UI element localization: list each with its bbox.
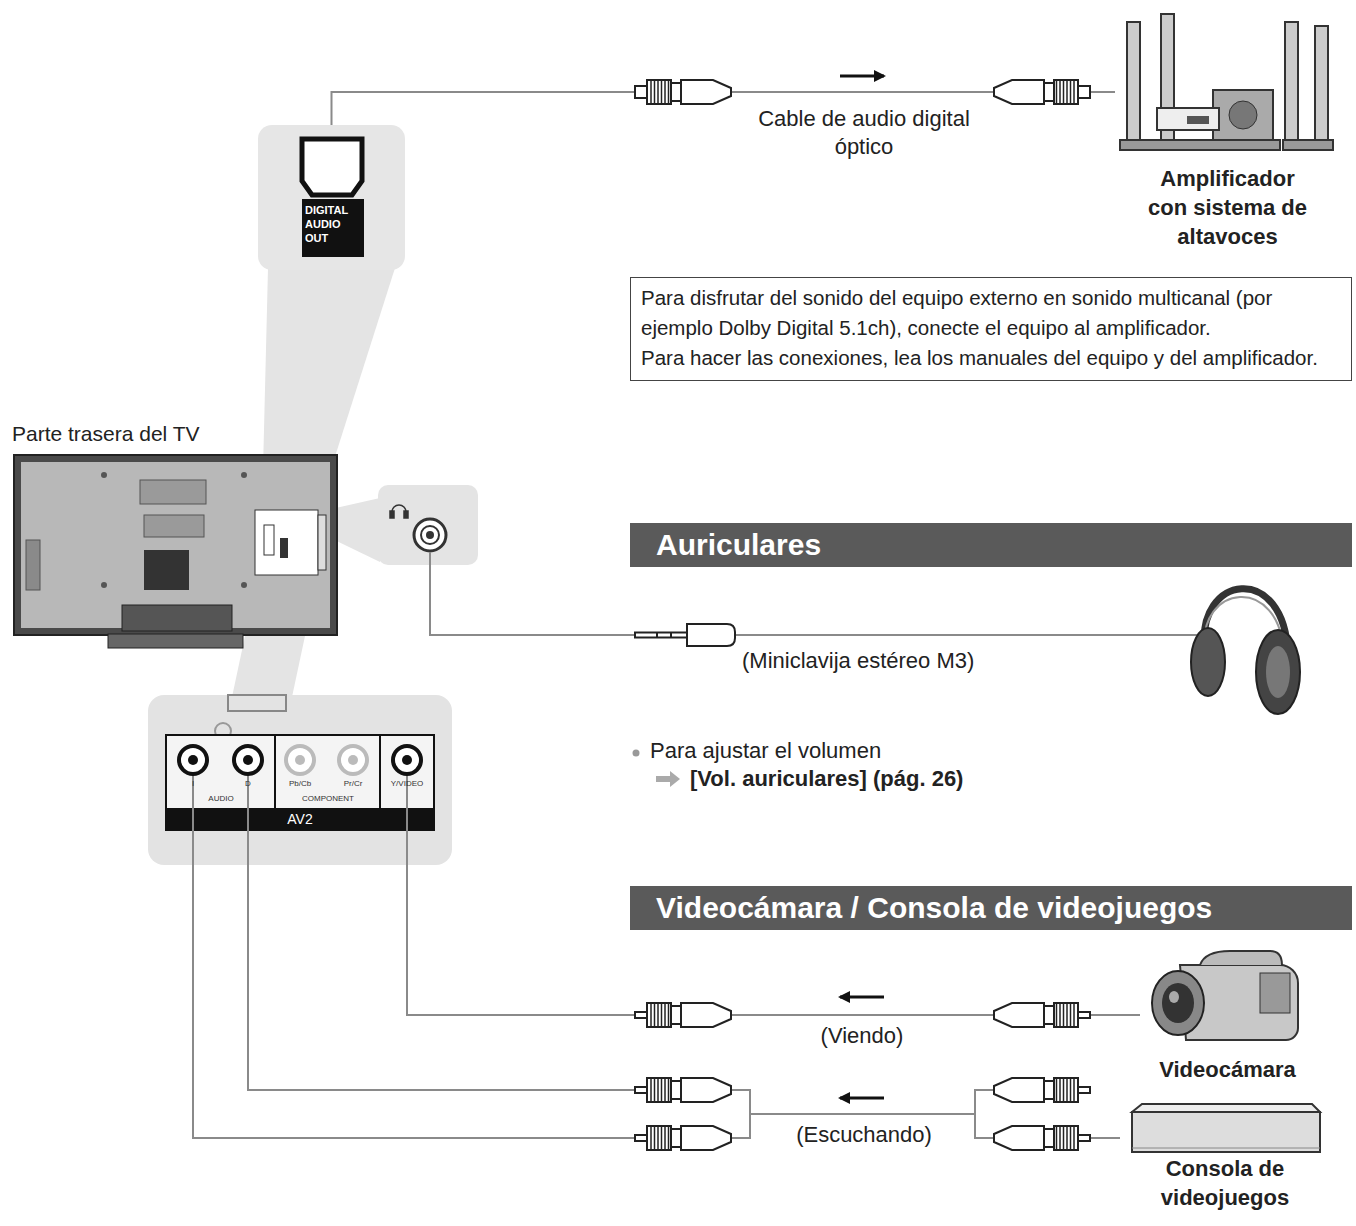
reference-arrow [656, 771, 680, 787]
note-paragraph: Para hacer las conexiones, lea los manua… [641, 343, 1341, 373]
cable-label: (Viendo) [780, 1022, 944, 1050]
camcorder-device: Videocámara [1140, 945, 1315, 1087]
terminal-label: AV2 [268, 810, 332, 828]
node-text: Auriculares [656, 528, 1336, 562]
cable-plug [635, 80, 731, 104]
note-box: Para disfrutar del sonido del equipo ext… [630, 277, 1352, 381]
terminal-label: Pr/Cr [337, 779, 369, 788]
tv-back [12, 420, 342, 655]
terminal-label: I [186, 779, 200, 788]
node-text: Parte trasera del TV [12, 422, 332, 446]
cable-plug [994, 80, 1090, 104]
terminal-label: D [241, 779, 255, 788]
optical-port [258, 125, 405, 270]
terminal-label: AUDIO [204, 794, 238, 803]
node-text: Videocámara / Consola de videojuegos [656, 891, 1336, 925]
terminal-label: Y/VIDEO [384, 779, 430, 788]
node-text: Amplificador con sistema de altavoces [1140, 164, 1315, 251]
direction-arrow [838, 1092, 884, 1104]
cable-plug [635, 624, 735, 646]
game-console [1120, 1098, 1330, 1158]
bullet [633, 750, 640, 757]
terminal-label: Pb/Cb [284, 779, 316, 788]
cable-label: Cable de audio digital óptico [737, 105, 991, 161]
section-band: Auriculares [630, 523, 1352, 567]
section-band: Videocámara / Consola de videojuegos [630, 886, 1352, 930]
cable-plug [635, 1078, 731, 1102]
headphones [1191, 589, 1300, 714]
note-paragraph: Para disfrutar del sonido del equipo ext… [641, 283, 1341, 343]
console-device: Consola de videojuegos [1120, 1098, 1330, 1216]
cable-plug [635, 1003, 731, 1027]
cable-plug [994, 1078, 1090, 1102]
av2-panel: I AUDIOD Pb/Cb Pr/CrCOMPONENT Y/VIDEO AV2 [148, 695, 452, 865]
cable-plug [994, 1126, 1090, 1150]
cable-plug [635, 1126, 731, 1150]
node-text: Consola de videojuegos [1120, 1154, 1330, 1212]
direction-arrow [840, 70, 886, 82]
cable-plug [994, 1003, 1090, 1027]
camcorder [1140, 945, 1315, 1055]
speaker-system [1115, 12, 1340, 162]
connector-note: (Miniclavija estéreo M3) [740, 648, 976, 674]
jack-callout [378, 485, 478, 565]
tv-rear: Parte trasera del TV [12, 420, 342, 655]
amplifier: Amplificador con sistema de altavoces [1115, 12, 1340, 257]
node-text: DIGITAL AUDIO OUT [305, 203, 362, 245]
page-reference: [Vol. auriculares] (pág. 26) [688, 766, 965, 792]
node-text: Videocámara [1140, 1055, 1315, 1084]
headphone-jack [414, 519, 446, 551]
terminal-label: COMPONENT [298, 794, 358, 803]
cable-label: (Escuchando) [762, 1121, 966, 1149]
headphone-symbol [390, 505, 408, 518]
instruction-text: Para ajustar el volumen [648, 738, 883, 764]
direction-arrow [838, 991, 884, 1003]
digital-audio-out-port: DIGITAL AUDIO OUT [258, 125, 405, 270]
